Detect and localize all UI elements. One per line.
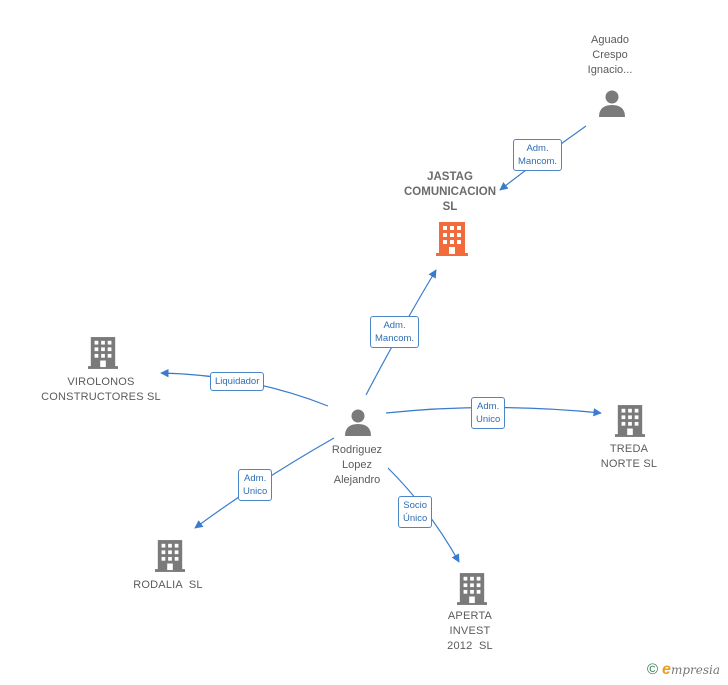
node-label-rodalia[interactable]: RODALIA SL (118, 578, 218, 593)
person-icon[interactable] (597, 88, 627, 118)
label-line: SL (442, 201, 458, 213)
label-line: Alejandro (333, 474, 381, 486)
copyright-symbol: © (646, 661, 659, 678)
person-icon[interactable] (343, 407, 373, 437)
edge-label-line: Adm. (383, 320, 406, 331)
edge-label-rodriguez-aperta[interactable]: Socio Único (398, 496, 433, 528)
building-icon[interactable] (436, 222, 468, 256)
label-line: Crespo (592, 49, 628, 61)
edge-label-line: Único (403, 513, 428, 524)
label-line: Ignacio... (587, 64, 633, 76)
label-line: Aguado (591, 34, 629, 46)
node-label-aperta[interactable]: APERTA INVEST 2012 SL (430, 609, 510, 654)
label-line: NORTE SL (600, 458, 658, 470)
label-line: INVEST (449, 625, 491, 637)
edge-label-line: Adm. (526, 143, 549, 154)
edge-label-aguado-jastag[interactable]: Adm. Mancom. (513, 139, 563, 171)
edge-label-line: Adm. (244, 473, 267, 484)
edge-label-line: Mancom. (375, 333, 415, 344)
building-icon[interactable] (457, 572, 487, 606)
brand-footer[interactable]: ©empresia (647, 661, 720, 679)
edge-label-line: Socio (403, 500, 428, 511)
label-line: RODALIA SL (133, 579, 203, 591)
label-line: VIROLONOS (67, 376, 135, 388)
label-line: COMUNICACION (404, 186, 496, 198)
label-line: JASTAG (427, 171, 473, 183)
brand-logo-text: mpresia (670, 663, 720, 677)
label-line: Lopez (342, 459, 372, 471)
label-line: Rodriguez (331, 444, 383, 456)
label-line: APERTA (447, 610, 493, 622)
node-label-virolonos[interactable]: VIROLONOS CONSTRUCTORES SL (30, 375, 172, 405)
edge-label-rodriguez-jastag[interactable]: Adm. Mancom. (370, 316, 420, 348)
edge-label-line: Liquidador (215, 376, 260, 387)
label-line: 2012 SL (447, 640, 493, 652)
edge-label-line: Adm. (477, 401, 500, 412)
node-label-rodriguez[interactable]: Rodriguez Lopez Alejandro (316, 443, 398, 488)
building-icon[interactable] (88, 336, 118, 370)
edge-label-rodriguez-virolonos[interactable]: Liquidador (210, 372, 265, 391)
label-line: CONSTRUCTORES SL (41, 391, 161, 403)
brand-logo-initial: e (662, 661, 671, 678)
node-label-aguado[interactable]: Aguado Crespo Ignacio... (570, 33, 650, 78)
edge-label-rodriguez-rodalia[interactable]: Adm. Unico (238, 469, 273, 501)
edge-label-line: Unico (476, 414, 501, 425)
edge-label-rodriguez-treda[interactable]: Adm. Unico (471, 397, 506, 429)
edge-label-line: Unico (243, 486, 268, 497)
label-line: TREDA (609, 443, 649, 455)
edge-label-line: Mancom. (518, 156, 558, 167)
building-icon[interactable] (615, 404, 645, 438)
node-label-treda[interactable]: TREDA NORTE SL (586, 442, 672, 472)
building-icon[interactable] (155, 539, 185, 573)
node-label-jastag[interactable]: JASTAG COMUNICACION SL (385, 170, 515, 215)
